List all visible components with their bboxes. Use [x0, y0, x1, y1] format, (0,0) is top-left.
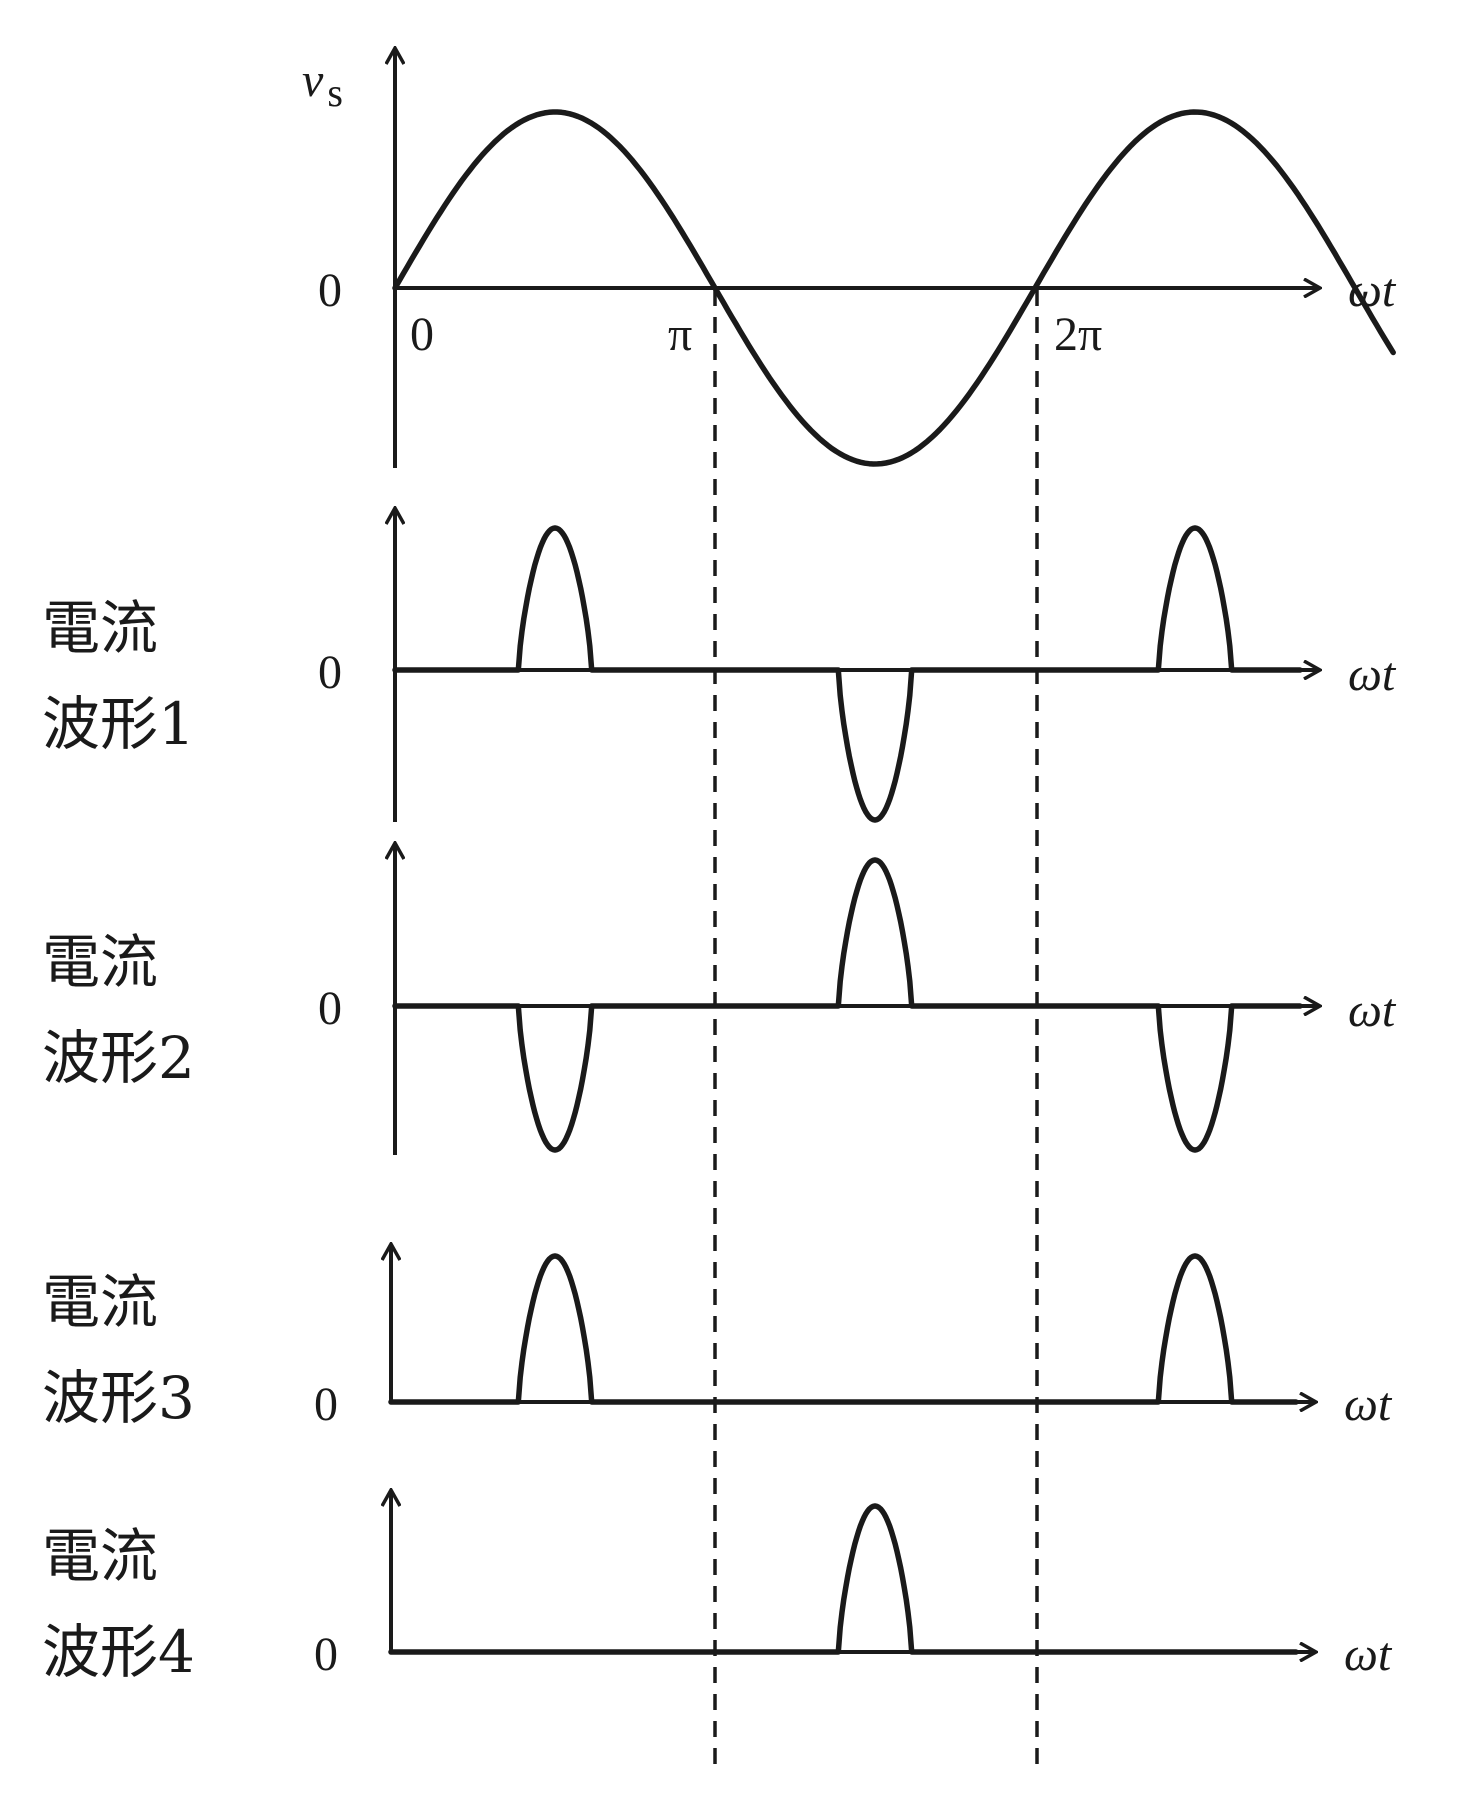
x-origin-label: 0: [410, 308, 434, 361]
current-4-label-line1: 電流: [42, 1522, 158, 1590]
current-waveform-3: [388, 1253, 1299, 1405]
voltage-x-axis-label: ωt: [1348, 264, 1397, 317]
current-3-x-axis-label: ωt: [1344, 1378, 1393, 1431]
current-3-zero-label: 0: [314, 1378, 338, 1431]
current-2-label-line2: 波形2: [42, 1024, 195, 1092]
current-4-x-axis-label: ωt: [1344, 1628, 1393, 1681]
current-waveform-1: [392, 525, 1303, 823]
current-1-zero-label: 0: [318, 646, 342, 699]
current-3-label-line1: 電流: [42, 1268, 158, 1336]
current-waveform-2: [392, 857, 1303, 1153]
current-2-zero-label: 0: [318, 982, 342, 1035]
voltage-sine-wave: [392, 109, 1396, 467]
current-1-label-line2: 波形1: [42, 690, 195, 758]
current-1-x-axis-label: ωt: [1348, 648, 1397, 701]
current-waveform-4: [388, 1503, 1299, 1655]
current-3-label-line2: 波形3: [42, 1364, 195, 1432]
current-1-label-line1: 電流: [42, 594, 158, 662]
current-plot-3: 電流 波形3 0 ωt: [42, 1244, 1393, 1432]
current-plot-4: 電流 波形4 0 ωt: [42, 1490, 1393, 1686]
current-4-label-line2: 波形4: [42, 1618, 195, 1686]
tick-label-pi: π: [668, 308, 692, 361]
current-plot-1: 電流 波形1 0 ωt: [42, 508, 1397, 823]
current-2-x-axis-label: ωt: [1348, 984, 1397, 1037]
current-plot-2: 電流 波形2 0 ωt: [42, 843, 1397, 1155]
current-2-label-line1: 電流: [42, 928, 158, 996]
voltage-zero-label: 0: [318, 264, 342, 317]
tick-label-2pi: 2π: [1054, 308, 1102, 361]
current-4-zero-label: 0: [314, 1628, 338, 1681]
